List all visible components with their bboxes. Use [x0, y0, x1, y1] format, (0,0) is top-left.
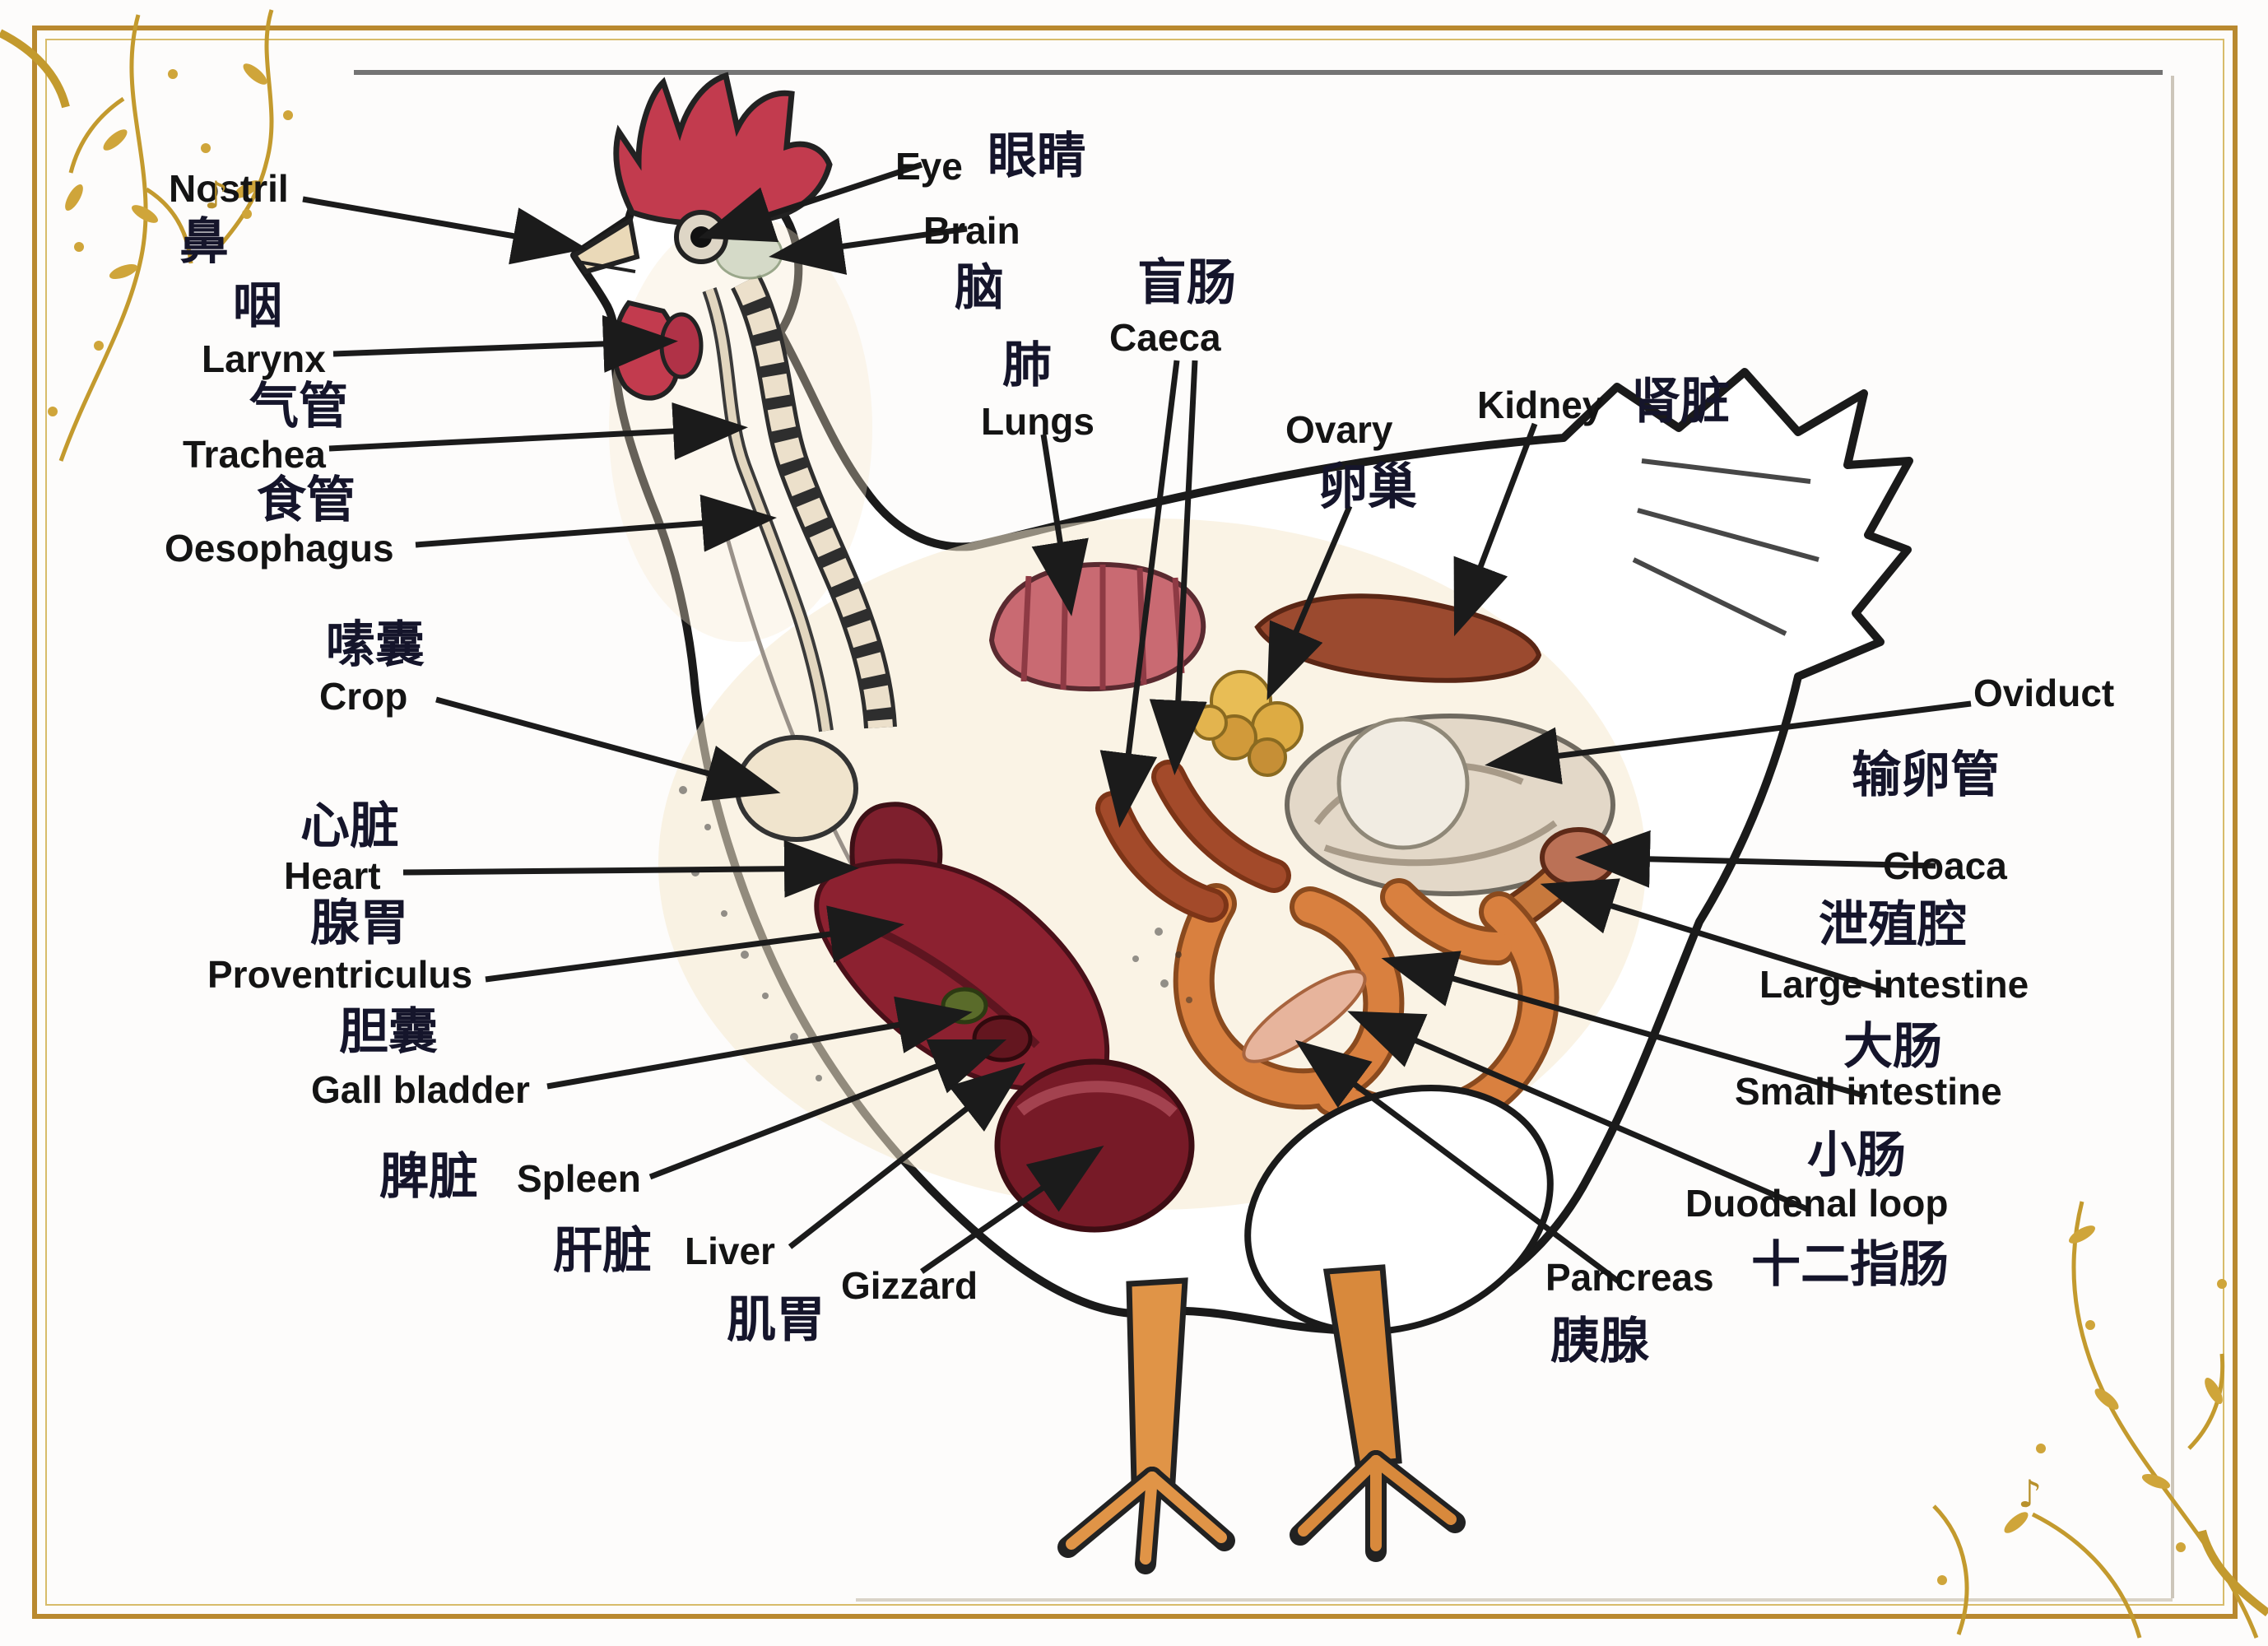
leader-liver: [788, 1062, 1026, 1249]
corner-decor-top-left: [0, 9, 293, 462]
label-oesophagus-en: Oesophagus: [165, 527, 394, 570]
leader-heart: [402, 839, 859, 898]
page-edges: [354, 70, 2174, 1602]
label-caeca-zh: 盲肠: [1137, 255, 1236, 310]
leader-pancreas: [1294, 1039, 1622, 1285]
leader-proventriculus: [485, 905, 904, 983]
music-note-icon: ♪: [2018, 1472, 2043, 1516]
gold-frame: [32, 26, 2238, 1619]
label-proventriculus-zh: 腺胃: [310, 895, 409, 951]
label-crop-zh: 嗉囊: [326, 617, 425, 672]
label-nostril-zh: 鼻: [179, 214, 229, 269]
label-ovary-zh: 卵巢: [1318, 459, 1417, 514]
label-gizzard-en: Gizzard: [841, 1264, 978, 1307]
label-ovary-en: Ovary: [1285, 408, 1393, 451]
label-oviduct-en: Oviduct: [1973, 672, 2115, 714]
label-duodenal-loop-zh: 十二指肠: [1751, 1237, 1949, 1292]
label-kidney-en: Kidney: [1477, 384, 1604, 426]
label-kidney-zh: 肾脏: [1631, 374, 1730, 429]
label-nostril-en: Nostril: [169, 167, 289, 210]
legs: [1057, 1264, 1466, 1574]
label-small-intestine-zh: 小肠: [1807, 1128, 1906, 1183]
label-oesophagus-zh: 食管: [257, 472, 356, 528]
leader-kidney: [1453, 422, 1538, 637]
label-larynx-zh: 咽: [233, 278, 282, 333]
leader-spleen: [648, 1039, 1007, 1180]
leader-large-intestine: [1540, 878, 1890, 995]
leader-duodenal-loop: [1347, 1011, 1810, 1213]
label-large-intestine-en: Large intestine: [1759, 963, 2029, 1006]
label-eye-zh: 眼睛: [988, 128, 1086, 184]
label-trachea-en: Trachea: [183, 433, 326, 476]
leader-brain: [769, 217, 968, 275]
label-small-intestine-en: Small intestine: [1735, 1070, 2002, 1113]
corner-decor-bottom-right: [1932, 1201, 2268, 1639]
label-lungs-en: Lungs: [981, 400, 1094, 443]
label-duodenal-loop-en: Duodenal loop: [1685, 1182, 1949, 1225]
organ-intestines: [1173, 878, 1559, 1140]
leader-caeca-1: [1099, 360, 1180, 828]
label-heart-en: Heart: [284, 854, 381, 897]
label-caeca-en: Caeca: [1109, 316, 1221, 359]
label-proventriculus-en: Proventriculus: [207, 953, 473, 996]
leader-gizzard: [920, 1146, 1104, 1274]
label-heart-zh: 心脏: [300, 798, 399, 853]
label-eye-en: Eye: [895, 145, 963, 188]
label-liver-en: Liver: [685, 1230, 775, 1272]
label-larynx-en: Larynx: [202, 337, 326, 380]
organ-pancreas: [1242, 969, 1367, 1063]
label-pancreas-zh: 胰腺: [1550, 1314, 1649, 1369]
leader-nostril: [302, 196, 588, 265]
leader-lines: [302, 161, 1972, 1285]
leader-gall-bladder: [546, 996, 973, 1090]
label-gizzard-zh: 肌胃: [727, 1292, 825, 1347]
label-gall-bladder-en: Gall bladder: [311, 1068, 530, 1111]
label-spleen-zh: 脾脏: [379, 1149, 478, 1204]
leader-larynx: [332, 314, 678, 373]
label-liver-zh: 肝脏: [553, 1223, 652, 1278]
label-cloaca-zh: 泄殖腔: [1819, 897, 1967, 952]
leader-crop: [435, 696, 781, 802]
label-lungs-zh: 肺: [1002, 337, 1052, 393]
label-brain-zh: 脑: [955, 260, 1004, 315]
beak: [570, 216, 640, 275]
label-oviduct-zh: 输卵管: [1852, 747, 2000, 802]
vertebrae-segments: [734, 276, 893, 728]
label-trachea-zh: 气管: [249, 379, 348, 434]
tail-feather-lines: [1632, 458, 1820, 636]
comb: [613, 72, 833, 227]
label-cloaca-en: Cloaca: [1883, 844, 2007, 887]
leader-eye: [698, 161, 923, 243]
label-brain-en: Brain: [923, 209, 1020, 252]
label-spleen-en: Spleen: [517, 1157, 641, 1200]
organ-ovary: [1192, 670, 1304, 777]
leader-trachea: [328, 402, 748, 460]
label-gall-bladder-zh: 胆囊: [339, 1004, 438, 1059]
label-pancreas-en: Pancreas: [1545, 1256, 1714, 1299]
leader-small-intestine: [1381, 951, 1867, 1100]
leader-caeca-2: [1149, 360, 1207, 775]
leader-ovary: [1266, 504, 1353, 700]
leader-oviduct: [1485, 700, 1972, 785]
leader-cloaca: [1575, 830, 1936, 888]
leader-oesophagus: [415, 494, 777, 552]
label-crop-en: Crop: [319, 675, 408, 718]
label-large-intestine-zh: 大肠: [1843, 1019, 1942, 1074]
leader-lungs: [1031, 434, 1089, 616]
music-note-icon: ♪: [204, 173, 229, 217]
